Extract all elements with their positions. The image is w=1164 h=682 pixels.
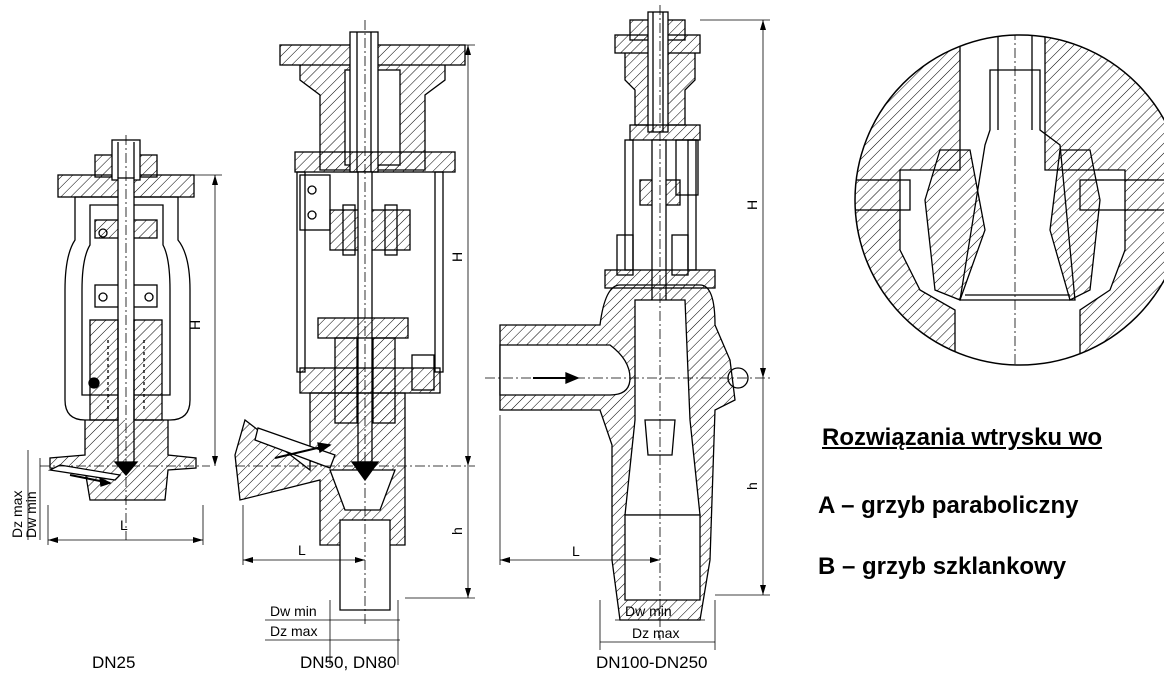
dn50-h-label: h: [449, 527, 465, 535]
dn50-height-label: H: [449, 252, 465, 262]
dn50-dw-label: Dw min: [270, 603, 317, 619]
dn25-height-label: H: [187, 320, 203, 330]
caption-dn100-dn250: DN100-DN250: [596, 653, 708, 672]
dn25-dz-label: Dz max: [9, 491, 25, 538]
dn100-h-label: h: [744, 482, 760, 490]
valve-drawing-dn50-dn80: [234, 20, 475, 665]
dn50-length-label: L: [298, 542, 306, 558]
dn25-length-label: L: [120, 517, 128, 533]
caption-dn50-dn80: DN50, DN80: [300, 653, 397, 672]
dn50-dz-label: Dz max: [270, 623, 317, 639]
option-a-parabolic-plug: A – grzyb paraboliczny: [818, 492, 1079, 519]
valve-drawing-dn25: [27, 135, 222, 545]
caption-dn25: DN25: [92, 653, 136, 672]
dn100-dz-label: Dz max: [632, 625, 679, 641]
dimension-arrows: [48, 20, 766, 598]
option-b-cup-plug: B – grzyb szklankowy: [818, 553, 1067, 580]
dn100-height-label: H: [744, 200, 760, 210]
detail-heading: Rozwiązania wtrysku wo: [822, 424, 1103, 451]
dn25-dw-label: Dw min: [23, 491, 39, 538]
valve-drawing-dn100-dn250: [485, 5, 770, 650]
dn100-length-label: L: [572, 543, 580, 559]
plug-detail-view: [854, 34, 1164, 366]
dn100-dw-label: Dw min: [625, 603, 672, 619]
